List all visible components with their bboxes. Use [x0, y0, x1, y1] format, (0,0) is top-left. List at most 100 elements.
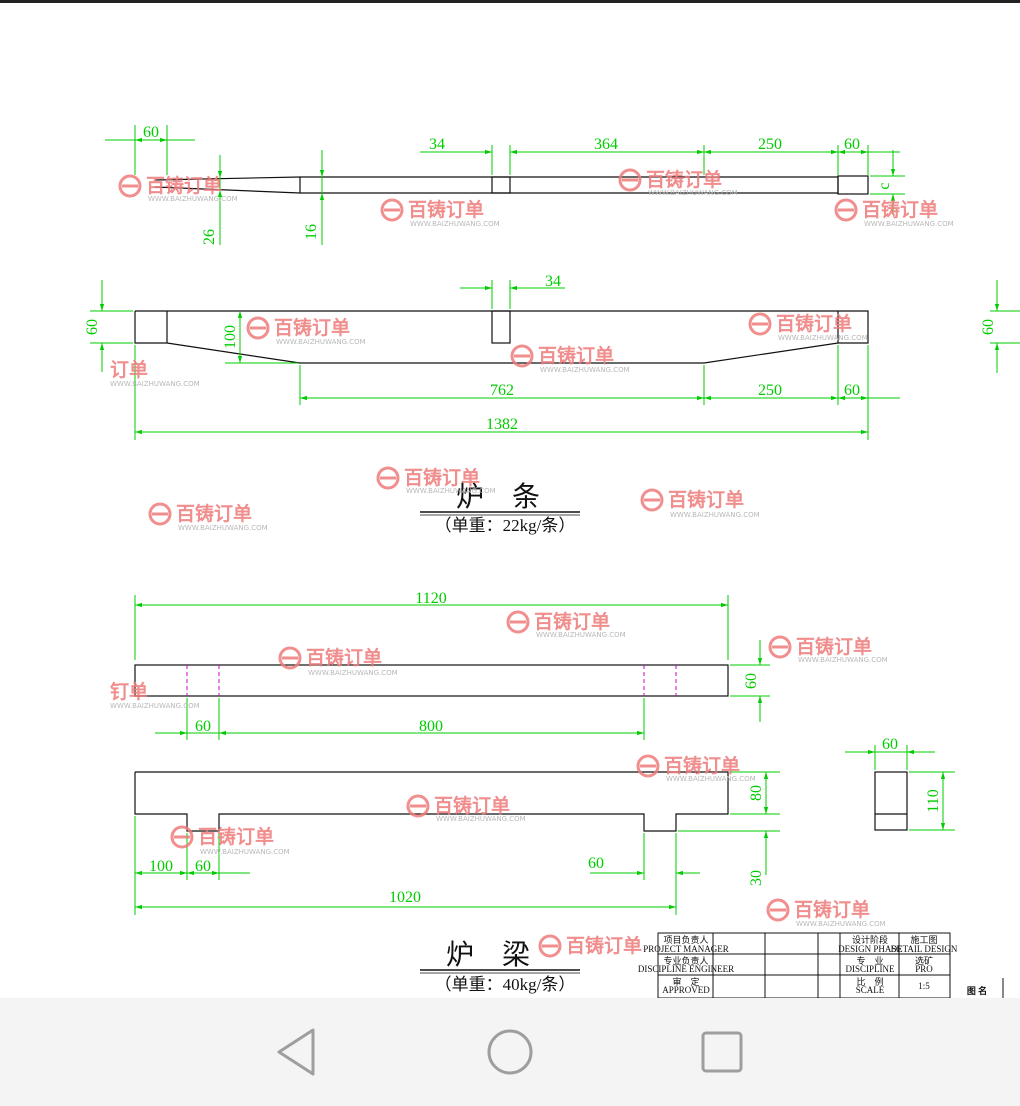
svg-text:百铸订单: 百铸订单 — [538, 344, 614, 367]
svg-text:百铸订单: 百铸订单 — [274, 316, 350, 339]
top-edge-bar — [0, 0, 1020, 3]
dim-60-bottom: 60 — [844, 382, 860, 399]
beam-title: 炉 梁 — [446, 939, 530, 971]
tb-approved: 审 定 — [672, 976, 699, 987]
svg-text:百铸订单: 百铸订单 — [146, 174, 222, 197]
cad-drawing[interactable]: 60 34 364 250 60 26 16 c 60 100 34 76 — [0, 0, 1020, 998]
dim-1120: 1120 — [415, 590, 446, 607]
dim-250-top: 250 — [758, 136, 782, 153]
dim-60-partial: 60 — [980, 319, 997, 335]
recents-square-icon — [701, 1031, 743, 1073]
dim-16: 16 — [303, 224, 320, 240]
tb-drawing-name: 图 名 — [967, 985, 987, 996]
svg-text:百铸订单: 百铸订单 — [796, 635, 872, 658]
grate-side-dims — [90, 280, 900, 440]
dim-60-a: 60 — [195, 718, 211, 735]
svg-text:WWW.BAIZHUWANG.COM: WWW.BAIZHUWANG.COM — [110, 702, 200, 710]
tb-scale-en: SCALE — [856, 985, 885, 995]
svg-text:百铸订单: 百铸订单 — [668, 488, 744, 511]
beam-top-dims — [134, 595, 770, 740]
navigation-bar — [0, 998, 1020, 1106]
svg-text:WWW.BAIZHUWANG.COM: WWW.BAIZHUWANG.COM — [406, 487, 496, 495]
svg-text:百铸订单: 百铸订单 — [434, 794, 510, 817]
dim-250-bottom: 250 — [758, 382, 782, 399]
svg-text:百铸订单: 百铸订单 — [306, 646, 382, 669]
dim-60-left: 60 — [84, 319, 101, 335]
svg-text:百铸订单: 百铸订单 — [534, 610, 610, 633]
dim-762: 762 — [490, 382, 514, 399]
dim-364: 364 — [594, 136, 618, 153]
svg-text:百铸订单: 百铸订单 — [794, 898, 870, 921]
svg-text:百铸订单: 百铸订单 — [566, 934, 642, 957]
svg-text:WWW.BAIZHUWANG.COM: WWW.BAIZHUWANG.COM — [648, 189, 738, 197]
svg-text:WWW.BAIZHUWANG.COM: WWW.BAIZHUWANG.COM — [666, 775, 756, 783]
beam-section-dims — [845, 745, 955, 831]
tb-discipline-value-en: PRO — [915, 964, 933, 974]
svg-text:WWW.BAIZHUWANG.COM: WWW.BAIZHUWANG.COM — [178, 524, 268, 532]
svg-text:百铸订单: 百铸订单 — [404, 466, 480, 489]
dim-60-b: 60 — [195, 858, 211, 875]
svg-text:WWW.BAIZHUWANG.COM: WWW.BAIZHUWANG.COM — [276, 338, 366, 346]
grate-side-view — [134, 310, 869, 364]
tb-project-manager: 项目负责人 — [663, 934, 708, 945]
svg-text:钉单: 钉单 — [110, 680, 148, 703]
dim-60-top-right: 60 — [844, 136, 860, 153]
dim-34-mid: 34 — [545, 273, 561, 290]
svg-text:订单: 订单 — [110, 358, 148, 381]
tb-design-phase: 设计阶段 — [852, 934, 888, 945]
tb-approved-en: APPROVED — [662, 985, 710, 995]
tb-phase-value-en: DETAIL DESIGN — [891, 944, 958, 954]
dim-110: 110 — [925, 789, 942, 812]
svg-text:WWW.BAIZHUWANG.COM: WWW.BAIZHUWANG.COM — [536, 631, 626, 639]
tb-discipline-en: DISCIPLINE — [846, 964, 896, 974]
recents-button[interactable] — [692, 1026, 752, 1078]
dim-60-top: 60 — [143, 124, 159, 141]
back-triangle-icon — [277, 1028, 315, 1076]
dim-1382: 1382 — [486, 416, 518, 433]
svg-text:WWW.BAIZHUWANG.COM: WWW.BAIZHUWANG.COM — [110, 380, 200, 388]
dim-34-top: 34 — [429, 136, 445, 153]
tb-scale: 比 例 — [856, 976, 883, 987]
tb-phase-value: 施工图 — [910, 934, 937, 945]
grate-top-view — [154, 175, 869, 195]
dim-80: 80 — [748, 785, 765, 801]
dim-c: c — [876, 182, 893, 189]
beam-side-dims — [134, 771, 780, 915]
dim-100-beam: 100 — [149, 858, 173, 875]
beam-top-view — [134, 664, 729, 697]
svg-text:WWW.BAIZHUWANG.COM: WWW.BAIZHUWANG.COM — [798, 656, 888, 664]
beam-weight: （单重：40kg/条） — [435, 975, 576, 994]
svg-text:WWW.BAIZHUWANG.COM: WWW.BAIZHUWANG.COM — [670, 511, 760, 519]
home-button[interactable] — [480, 1026, 540, 1078]
dim-100: 100 — [222, 325, 239, 349]
svg-text:WWW.BAIZHUWANG.COM: WWW.BAIZHUWANG.COM — [200, 848, 290, 856]
svg-text:WWW.BAIZHUWANG.COM: WWW.BAIZHUWANG.COM — [410, 220, 500, 228]
tb-discipline-engineer-en: DISCIPLINE ENGINEER — [638, 964, 734, 974]
beam-section-view — [874, 771, 908, 831]
tb-discipline-value: 选矿 — [915, 955, 933, 966]
back-button[interactable] — [269, 1026, 329, 1078]
grate-top-dims — [105, 125, 905, 245]
dim-60-c: 60 — [588, 855, 604, 872]
watermark-partial: 百铸订单 — [538, 934, 642, 958]
svg-text:WWW.BAIZHUWANG.COM: WWW.BAIZHUWANG.COM — [148, 195, 238, 203]
tb-scale-value: 1:5 — [918, 981, 930, 991]
svg-text:百铸订单: 百铸订单 — [664, 754, 740, 777]
tb-discipline-engineer: 专业负责人 — [663, 955, 708, 966]
beam-hidden-lines — [186, 665, 677, 696]
svg-text:百铸订单: 百铸订单 — [776, 312, 852, 335]
